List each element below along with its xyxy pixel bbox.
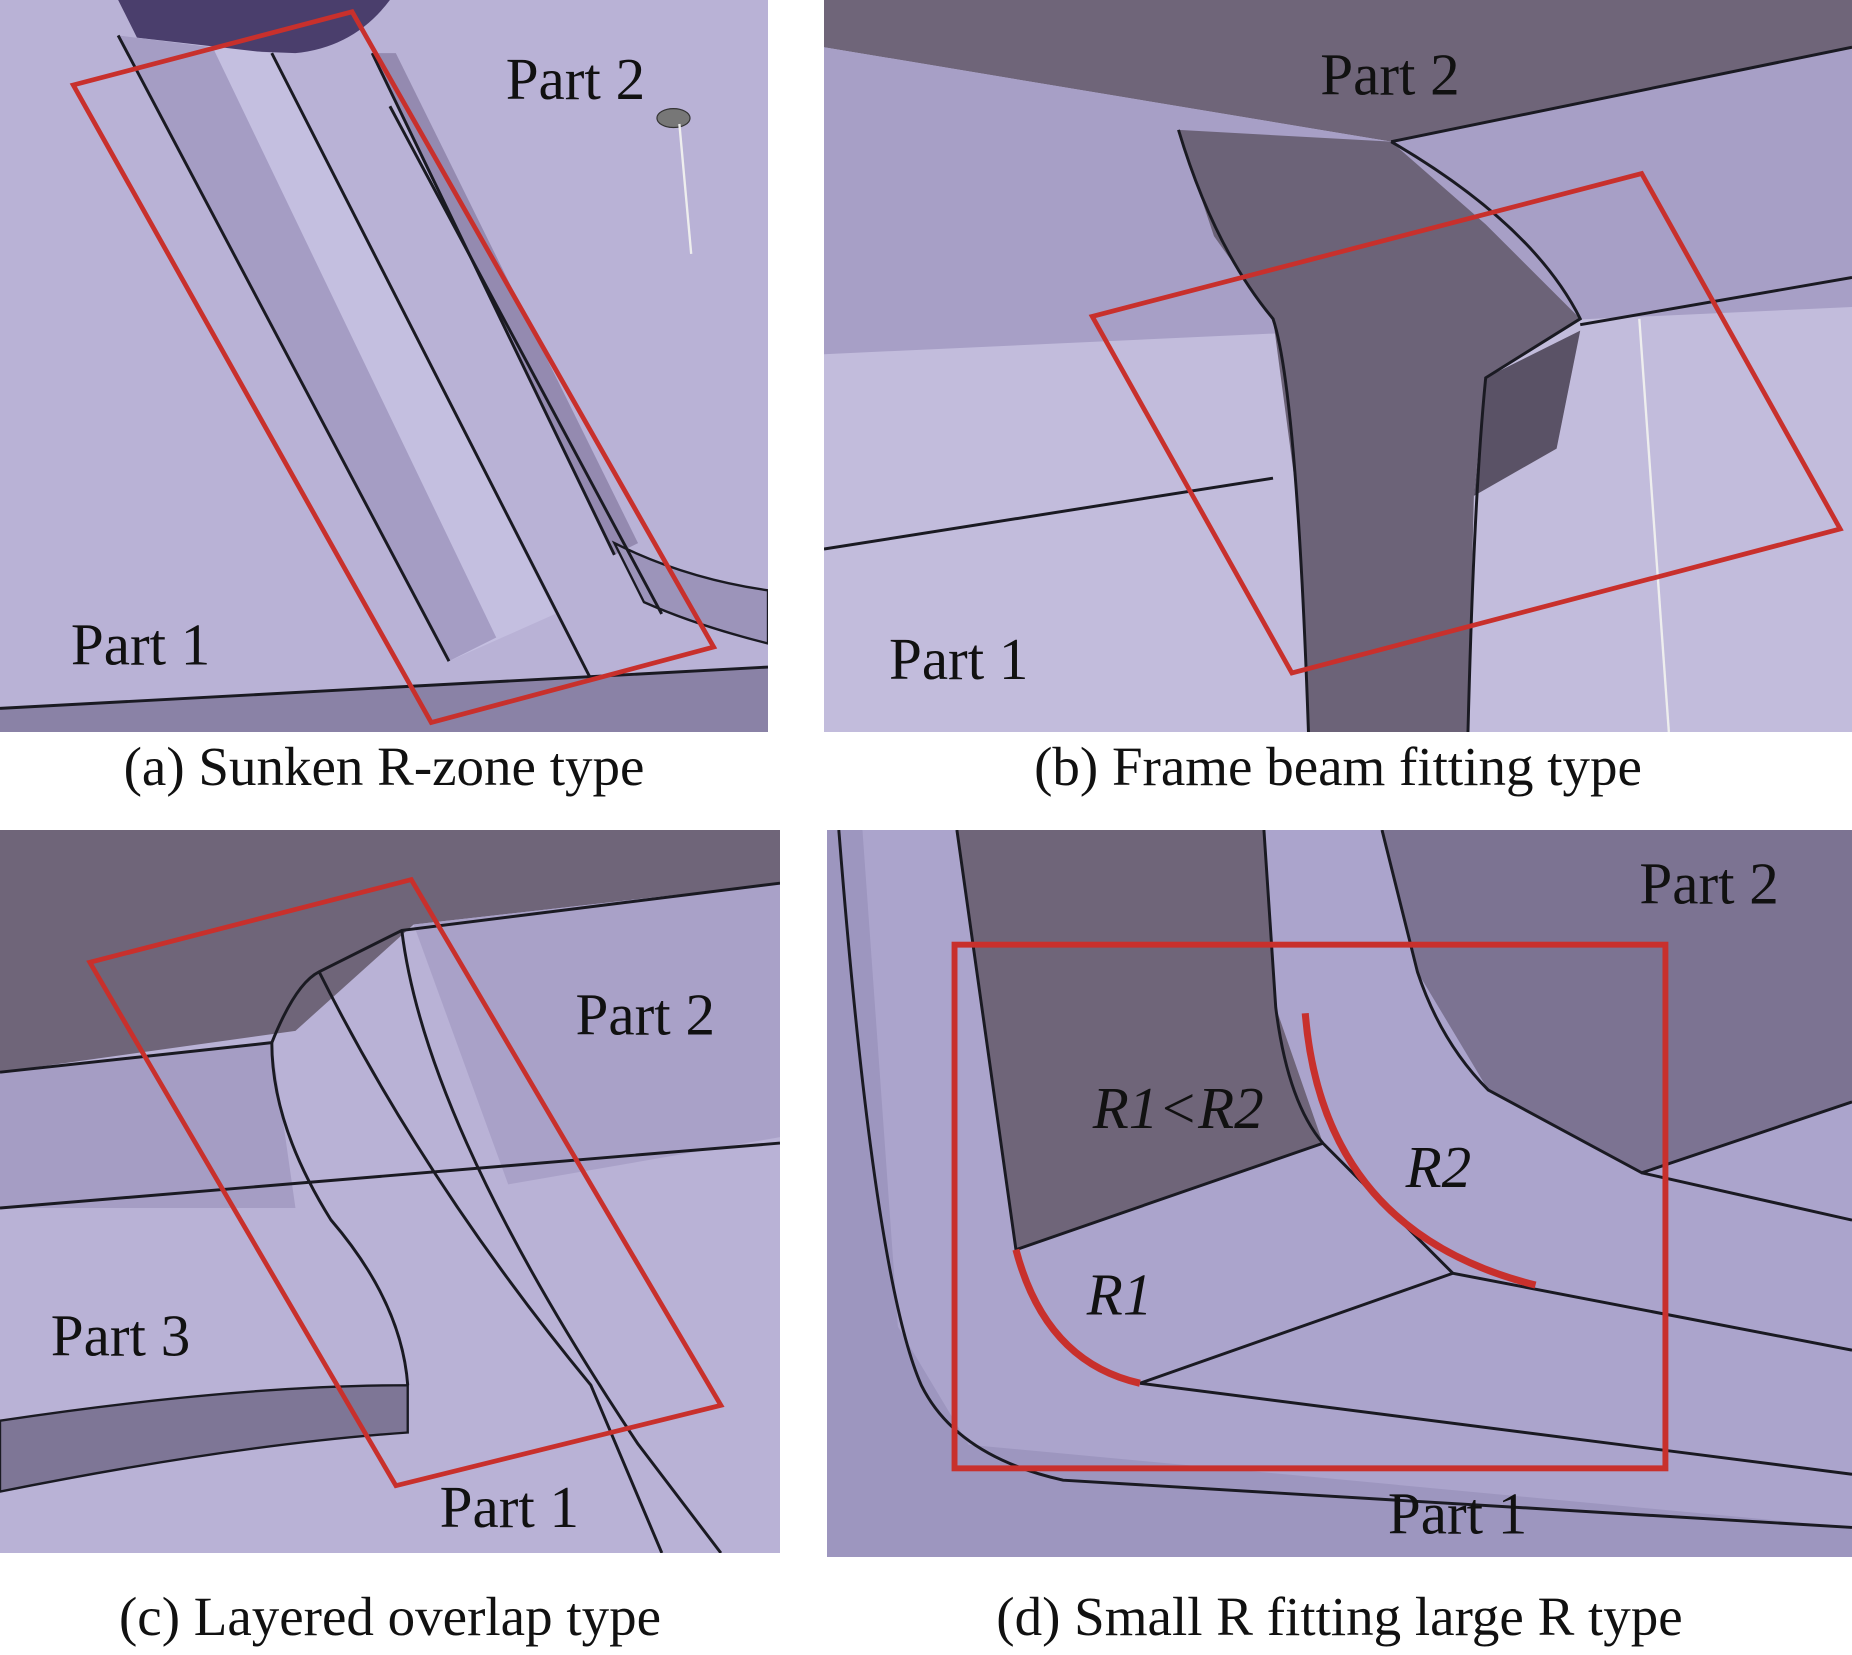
panel-a-image: Part 2 Part 1 bbox=[0, 0, 768, 732]
part-2-label: Part 2 bbox=[506, 46, 645, 112]
part-3-label: Part 3 bbox=[51, 1303, 190, 1369]
r1-label: R1 bbox=[1086, 1262, 1153, 1328]
caption-d: (d) Small R fitting large R type bbox=[996, 1586, 1683, 1647]
caption-a: (a) Sunken R-zone type bbox=[123, 736, 645, 797]
caption-b: (b) Frame beam fitting type bbox=[1034, 736, 1642, 797]
caption-c: (c) Layered overlap type bbox=[118, 1586, 662, 1647]
part-1-label: Part 1 bbox=[440, 1474, 579, 1540]
part-2-label: Part 2 bbox=[576, 981, 715, 1047]
panel-b-image: Part 2 Part 1 bbox=[824, 0, 1852, 732]
part-1-label: Part 1 bbox=[889, 626, 1028, 692]
part-2-label: Part 2 bbox=[1320, 41, 1459, 107]
panel-d-image: R1<R2 R2 R1 Part 2 Part 1 bbox=[827, 830, 1852, 1557]
part-1-label: Part 1 bbox=[71, 612, 210, 678]
r1-less-than-r2-label: R1<R2 bbox=[1092, 1075, 1264, 1141]
panel-c-image: Part 2 Part 3 Part 1 bbox=[0, 830, 780, 1553]
r2-label: R2 bbox=[1405, 1134, 1472, 1200]
part-1-label: Part 1 bbox=[1388, 1480, 1527, 1546]
part-2-label: Part 2 bbox=[1639, 850, 1778, 916]
